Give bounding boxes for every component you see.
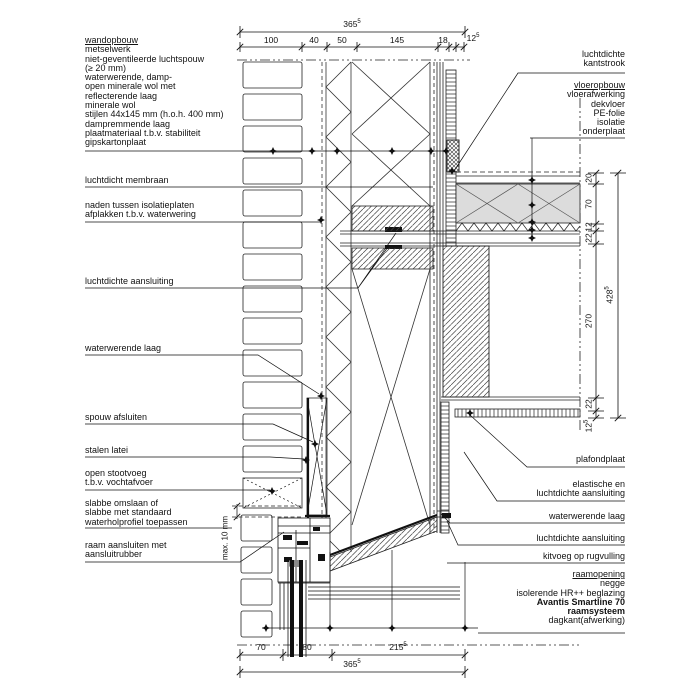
dim-right-2: 70 — [583, 199, 594, 209]
label-stalen-latei: stalen latei — [85, 445, 129, 455]
section-cut-lines — [237, 59, 581, 646]
floor-insulation — [455, 183, 581, 224]
dagkant-strip — [440, 401, 450, 534]
label-kitvoeg: kitvoeg op rugvulling — [542, 551, 625, 561]
dim-top-1: 100 — [263, 35, 279, 45]
label-wandopbouw-group: wandopbouw metselwerk niet-geventileerde… — [85, 35, 224, 148]
pe-folie-zigzag — [455, 222, 581, 232]
slabbe-lines — [232, 504, 302, 519]
label-luchtdichte-aansluiting-right: luchtdichte aansluiting — [536, 533, 625, 543]
waterwerende-laag-line — [329, 513, 438, 557]
dim-right-total: 4285 — [604, 286, 615, 304]
plafondplaat-strip — [454, 408, 581, 418]
kantstrook-block — [446, 139, 460, 173]
dim-bottom-1: 70 — [256, 642, 266, 652]
label-spouw-afsluiten: spouw afsluiten — [85, 412, 148, 422]
brick-masonry — [240, 61, 303, 638]
dim-right-5: 270 — [583, 313, 594, 329]
dim-right-4: 22 — [583, 233, 594, 243]
dim-bottom-2: 80 — [302, 642, 312, 652]
dim-top-4: 145 — [389, 35, 405, 45]
floor-edge-blocks — [351, 205, 434, 270]
note-max-10mm: max. 10 mm — [220, 515, 230, 561]
label-vloeropbouw-group: vloeropbouw vloerafwerking dekvloer PE-f… — [566, 80, 625, 137]
glazing — [287, 560, 307, 657]
insulation-zigzag-layer — [321, 61, 352, 553]
dim-top-6: 125 — [466, 33, 480, 43]
stalen-latei — [305, 397, 330, 518]
label-plafondplaat: plafondplaat — [575, 454, 625, 464]
label-luchtdicht-membraan: luchtdicht membraan — [85, 175, 169, 185]
dim-right-1: 20 — [583, 173, 594, 183]
label-waterwerende-laag-left: waterwerende laag — [85, 343, 162, 353]
floor-assembly — [340, 171, 581, 249]
dim-top-5: 18 — [438, 35, 448, 45]
onderplaat — [340, 230, 580, 247]
window-frame — [277, 517, 460, 630]
kitvoeg-dot — [442, 513, 451, 518]
dim-right-7: 125 — [583, 419, 594, 433]
dim-bottom-total: 3655 — [343, 659, 361, 669]
dim-top-total: 3655 — [343, 19, 361, 29]
leader-lines — [85, 72, 625, 634]
spouw-afsluiten-block — [306, 397, 328, 516]
ceiling-assembly — [440, 396, 581, 534]
concrete-beam — [442, 245, 490, 398]
dim-right-3: 12 — [583, 222, 594, 232]
stud-insulation-layer — [351, 61, 431, 526]
label-waterwerende-laag-right: waterwerende laag — [548, 511, 625, 521]
label-raamopening-group: raamopening negge isolerende HR++ beglaz… — [516, 569, 625, 626]
aftimmering-lines — [308, 586, 460, 600]
dim-bottom-3: 2155 — [389, 642, 407, 652]
sill-wedge — [329, 510, 451, 572]
dim-top-2: 40 — [309, 35, 319, 45]
label-luchtdichte-aansluiting-left: luchtdichte aansluiting — [85, 276, 174, 286]
dim-top-3: 50 — [337, 35, 347, 45]
dim-right-6: 22 — [583, 399, 594, 409]
